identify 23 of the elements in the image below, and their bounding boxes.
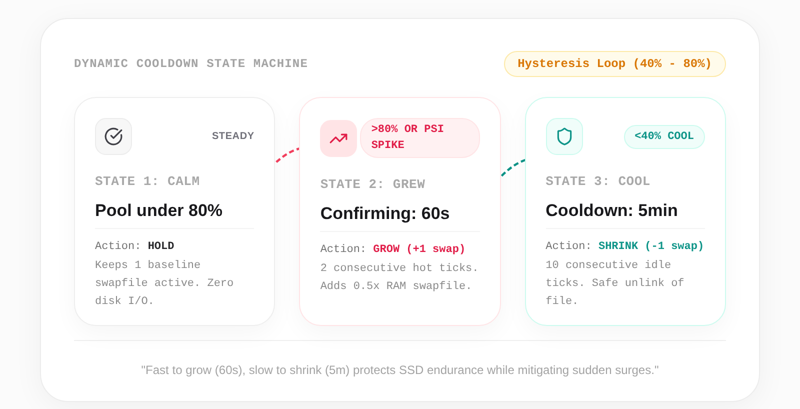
- description-text: 10 consecutive idle ticks. Safe unlink of file.: [546, 259, 686, 310]
- status-label: STEADY: [212, 130, 254, 144]
- state-heading: Pool under 80%: [95, 201, 223, 220]
- state-card: [299, 97, 501, 326]
- action-text: Action: GROW (+1 swap): [320, 244, 466, 256]
- action-text: Action: HOLD: [95, 241, 174, 253]
- dashed-connector: [500, 158, 526, 177]
- state-heading: Confirming: 60s: [320, 204, 450, 223]
- condition-badge: >80% OR PSI SPIKE: [360, 118, 480, 158]
- action-text: Action: SHRINK (-1 swap): [546, 241, 704, 253]
- hysteresis-badge: Hysteresis Loop (40% - 80%): [504, 51, 726, 77]
- description-text: Keeps 1 baseline swapfile active. Zero disk I/O.: [95, 259, 235, 310]
- state-heading: Cooldown: 5min: [546, 201, 678, 220]
- state-card: [524, 97, 726, 326]
- caption-text: "Fast to grow (60s), slow to shrink (5m) protects SSD endurance while mitigating sudden surges.": [141, 362, 659, 379]
- diagram-title: DYNAMIC COOLDOWN STATE MACHINE: [74, 56, 308, 73]
- description-text: 2 consecutive hot ticks. Adds 0.5x RAM swapfile.: [320, 262, 480, 295]
- state-label: STATE 3: COOL: [546, 174, 650, 189]
- state-card: [74, 97, 276, 326]
- state-label: STATE 1: CALM: [95, 174, 200, 189]
- dashed-connector: [276, 147, 301, 163]
- condition-badge: <40% COOL: [624, 124, 705, 148]
- state-label: STATE 2: GREW: [320, 177, 426, 192]
